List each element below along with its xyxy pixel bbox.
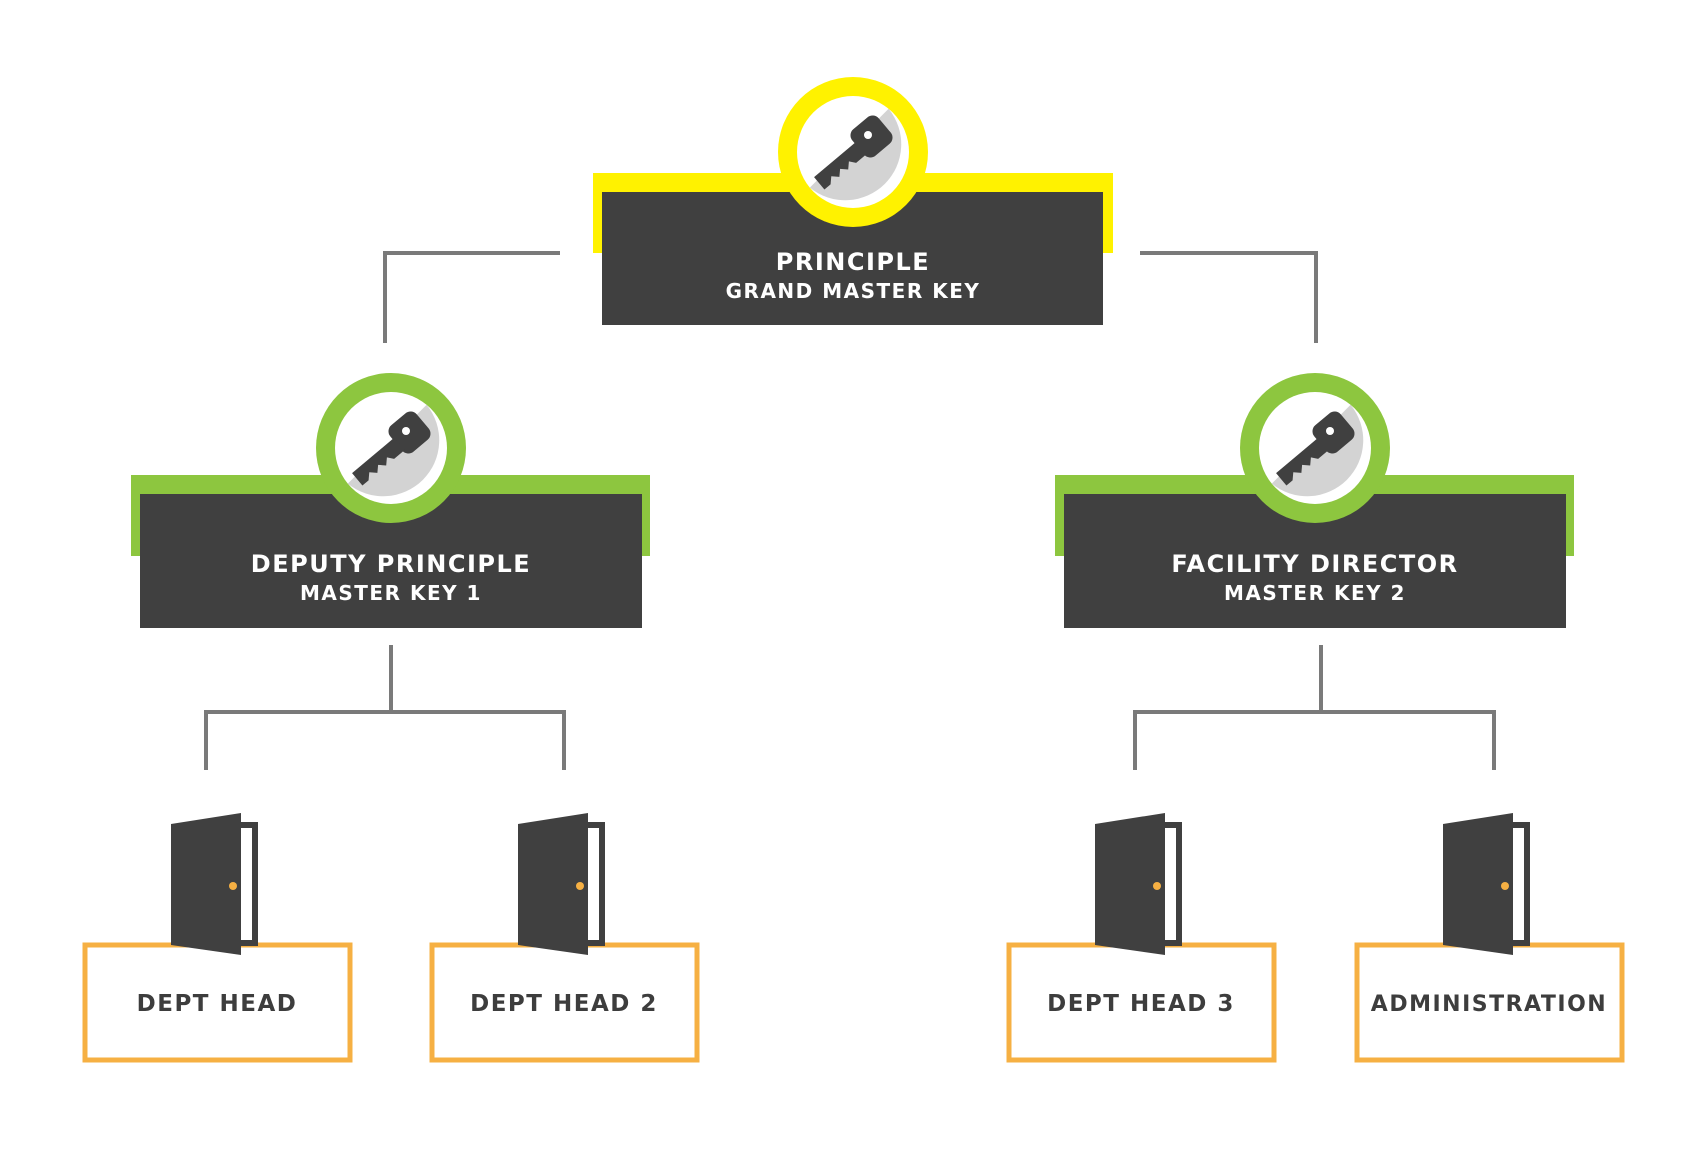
leaf-node-2: DEPT HEAD 2 <box>429 813 700 1063</box>
grand-master-subtitle: GRAND MASTER KEY <box>726 279 981 303</box>
connector-master-1-branch <box>204 710 566 770</box>
leaf-1-label: DEPT HEAD <box>137 991 298 1017</box>
master-node-2: FACILITY DIRECTOR MASTER KEY 2 <box>1055 373 1574 628</box>
leaf-node-4: ADMINISTRATION <box>1354 813 1625 1063</box>
leaf-2-box <box>429 942 700 1063</box>
leaf-node-1: DEPT HEAD <box>82 813 353 1063</box>
master-2-title: FACILITY DIRECTOR <box>1171 550 1458 578</box>
door-icon <box>518 813 605 955</box>
master-node-1: DEPUTY PRINCIPLE MASTER KEY 1 <box>131 373 650 628</box>
grand-master-node: PRINCIPLE GRAND MASTER KEY <box>593 77 1113 325</box>
master-1-subtitle: MASTER KEY 1 <box>300 581 482 605</box>
key-icon <box>1259 392 1371 504</box>
door-icon <box>1443 813 1530 955</box>
grand-master-title: PRINCIPLE <box>776 248 930 276</box>
door-icon <box>1095 813 1182 955</box>
leaf-4-box <box>1354 942 1625 1063</box>
key-icon <box>335 392 447 504</box>
connector-master-2-branch <box>1133 710 1496 770</box>
connector-grand-to-master-2 <box>1140 251 1318 343</box>
key-icon <box>797 96 909 208</box>
leaf-3-box <box>1006 942 1277 1063</box>
master-2-subtitle: MASTER KEY 2 <box>1224 581 1406 605</box>
leaf-4-label: ADMINISTRATION <box>1371 992 1607 1017</box>
leaf-1-box <box>82 942 353 1063</box>
leaf-node-3: DEPT HEAD 3 <box>1006 813 1277 1063</box>
leaf-3-label: DEPT HEAD 3 <box>1047 991 1235 1017</box>
door-icon <box>171 813 258 955</box>
master-1-title: DEPUTY PRINCIPLE <box>251 550 531 578</box>
connector-grand-to-master-1 <box>383 251 560 343</box>
connectors <box>204 251 1496 770</box>
leaf-2-label: DEPT HEAD 2 <box>470 991 658 1017</box>
